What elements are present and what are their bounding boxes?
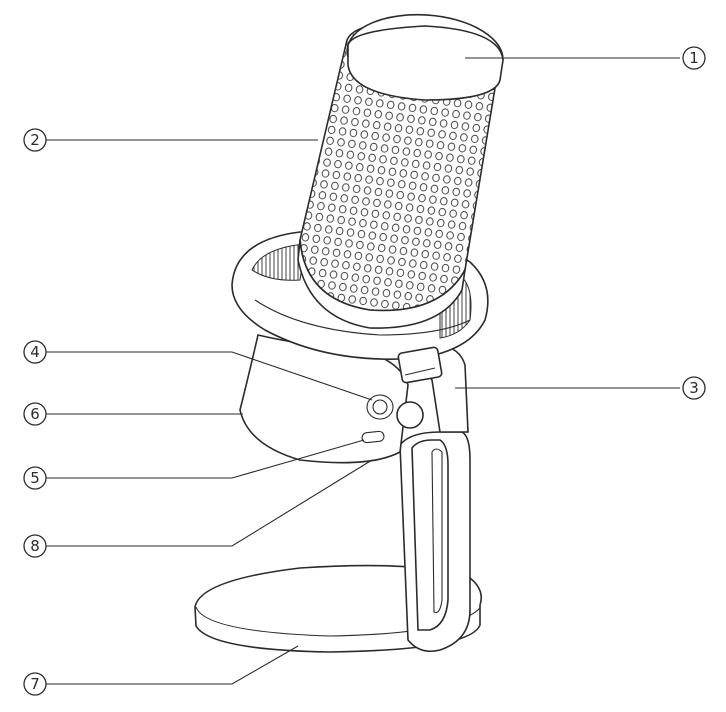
leader-4 — [45, 351, 373, 401]
callout-6: 6 — [23, 402, 47, 426]
callout-4-label: 4 — [30, 343, 40, 361]
callout-4: 4 — [23, 340, 47, 364]
mount-knob — [397, 346, 443, 384]
callout-3-label: 3 — [689, 379, 699, 397]
callout-1-label: 1 — [689, 49, 699, 67]
callout-2-label: 2 — [30, 131, 40, 149]
callout-1: 1 — [682, 46, 706, 70]
leader-lines — [45, 57, 680, 685]
leader-7 — [45, 645, 299, 685]
callout-5: 5 — [23, 466, 47, 490]
leader-5 — [45, 439, 365, 479]
callout-3: 3 — [682, 376, 706, 400]
leader-8 — [45, 459, 373, 547]
callout-6-label: 6 — [30, 405, 40, 423]
callout-2: 2 — [23, 128, 47, 152]
callout-7-label: 7 — [30, 675, 40, 693]
stand-arm — [399, 344, 471, 653]
callout-7: 7 — [23, 672, 47, 696]
callout-5-label: 5 — [30, 469, 40, 487]
callout-8-label: 8 — [30, 537, 40, 555]
callout-8: 8 — [23, 534, 47, 558]
top-cap — [346, 13, 504, 101]
